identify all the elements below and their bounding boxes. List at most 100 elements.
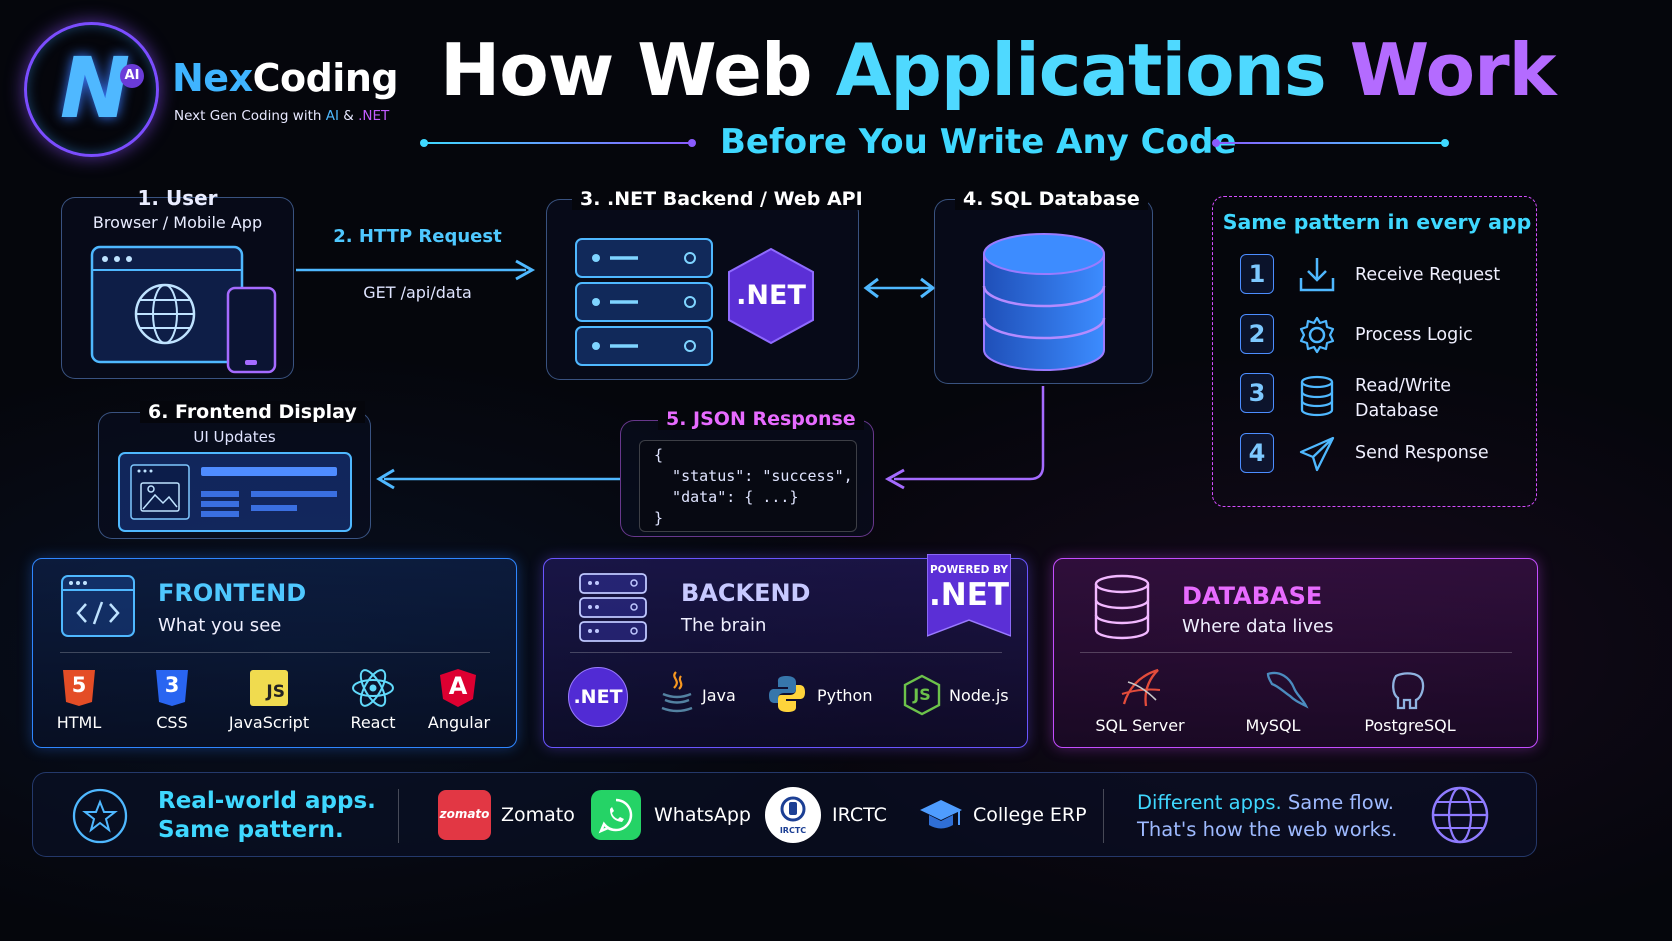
user-title: 1. User: [137, 186, 218, 210]
mysql-dolphin-icon: [1266, 671, 1309, 709]
json-code-line: {: [654, 446, 664, 464]
app-label: WhatsApp: [654, 804, 751, 826]
dotnet-circle-icon: [568, 667, 628, 727]
html5-icon-label: 5: [71, 673, 87, 697]
database-subheading: Where data lives: [1182, 616, 1334, 637]
python-icon: [769, 676, 805, 712]
app-label: College ERP: [973, 804, 1087, 826]
frontend-display-title: 6. Frontend Display: [140, 401, 365, 423]
dotnet-hex-icon: [728, 247, 814, 345]
globe-icon: [1431, 786, 1489, 844]
logo-n-icon: N: [59, 39, 131, 137]
pattern-title: Same pattern in every app: [1222, 210, 1532, 234]
app-label: Zomato: [501, 804, 575, 826]
line-dot: [1212, 139, 1220, 147]
dotnet-badge-text: .NET: [736, 280, 806, 311]
json-code-line: "status": "success",: [654, 467, 853, 485]
tech-label: CSS: [156, 713, 188, 732]
irctc-emblem-icon: [780, 796, 806, 822]
tech-label: SQL Server: [1095, 716, 1185, 735]
tech-label: .NET: [573, 686, 623, 708]
sql-server-icon: [1121, 668, 1161, 707]
step-text: Process Logic: [1355, 325, 1473, 345]
line-dot: [420, 139, 428, 147]
database-title: 4. SQL Database: [955, 188, 1148, 210]
frontend-display-subtitle: UI Updates: [193, 428, 276, 446]
java-icon: [661, 671, 693, 713]
pattern-panel: [1212, 196, 1537, 507]
nodejs-icon: [903, 674, 941, 716]
postgresql-elephant-icon: [1392, 672, 1425, 710]
server-rack-icon: [575, 238, 713, 366]
gear-icon: [1299, 316, 1335, 354]
star-badge-icon: [72, 788, 128, 844]
http-request-path: GET /api/data: [363, 283, 472, 302]
brand-name: NexCoding: [172, 56, 399, 100]
frontend-heading: FRONTEND: [158, 579, 307, 607]
angular-icon-label: A: [448, 672, 468, 700]
whatsapp-phone-icon: [598, 798, 633, 834]
download-icon: [1299, 258, 1335, 292]
line-dot: [688, 139, 696, 147]
json-code-line: }: [654, 509, 664, 527]
tech-label: Java: [702, 686, 736, 705]
graduation-cap-icon: [920, 800, 962, 829]
whatsapp-logo: [591, 790, 641, 840]
database-cylinder-icon: [982, 233, 1106, 371]
subtitle-line-right: [1215, 142, 1445, 144]
line-dot: [1441, 139, 1449, 147]
database-panel: [1053, 558, 1538, 748]
step-number: 1: [1240, 254, 1274, 294]
display-arrow: [376, 468, 620, 490]
ui-screen-icon: [118, 452, 352, 532]
tech-label: PostgreSQL: [1364, 716, 1456, 735]
tech-label: MySQL: [1245, 716, 1301, 735]
backend-subheading: The brain: [681, 615, 767, 636]
server-icon: [579, 573, 647, 642]
backend-title: 3. .NET Backend / Web API: [572, 188, 871, 210]
footer-divider: [1103, 789, 1104, 843]
brand-tagline: Next Gen Coding with AI & .NET: [174, 108, 390, 124]
database-divider: [1080, 652, 1512, 653]
powered-by-dotnet-ribbon: [927, 554, 1011, 637]
tech-label: HTML: [56, 713, 102, 732]
subtitle: Before You Write Any Code: [720, 122, 1237, 162]
browser-mobile-icon: [90, 245, 277, 374]
powered-by-label: POWERED BY: [929, 564, 1009, 576]
send-icon: [1299, 436, 1335, 472]
powered-by-net: .NET: [928, 577, 1010, 613]
zomato-logo: [438, 790, 491, 840]
tech-label: React: [350, 713, 396, 732]
database-heading: DATABASE: [1182, 582, 1323, 610]
bidirectional-arrow: [863, 277, 936, 299]
frontend-subheading: What you see: [158, 615, 282, 636]
css3-icon-label: 3: [164, 673, 180, 697]
user-subtitle: Browser / Mobile App: [92, 213, 263, 232]
backend-divider: [570, 652, 1002, 653]
footer-divider: [398, 789, 399, 843]
footer-right-line1: Different apps. Same flow.: [1137, 791, 1395, 814]
json-response-title: 5. JSON Response: [658, 408, 864, 430]
javascript-icon: [250, 670, 288, 706]
database-stack-icon: [1094, 574, 1150, 640]
step-text: Read/Write: [1355, 376, 1452, 396]
backend-heading: BACKEND: [681, 579, 811, 607]
subtitle-line-left: [424, 142, 694, 144]
tech-label: Python: [817, 686, 873, 705]
angular-icon: [440, 669, 476, 707]
footer-right-line2: That's how the web works.: [1137, 818, 1398, 841]
tech-label: Node.js: [949, 686, 1009, 705]
footer-left-line2: Same pattern.: [158, 817, 344, 843]
step-number: 4: [1240, 433, 1274, 473]
tech-label: JavaScript: [228, 713, 310, 732]
footer-left-line1: Real-world apps.: [158, 788, 376, 814]
frontend-divider: [60, 652, 490, 653]
step-text: Receive Request: [1355, 265, 1501, 285]
app-label: IRCTC: [832, 804, 887, 826]
step-number: 2: [1240, 314, 1274, 354]
irctc-logo-text: IRCTC: [779, 826, 807, 835]
javascript-icon-label: JS: [266, 682, 285, 702]
step-text: Send Response: [1355, 443, 1489, 463]
logo-ai-badge: AI: [120, 64, 144, 88]
zomato-logo-text: zomato: [439, 807, 490, 821]
